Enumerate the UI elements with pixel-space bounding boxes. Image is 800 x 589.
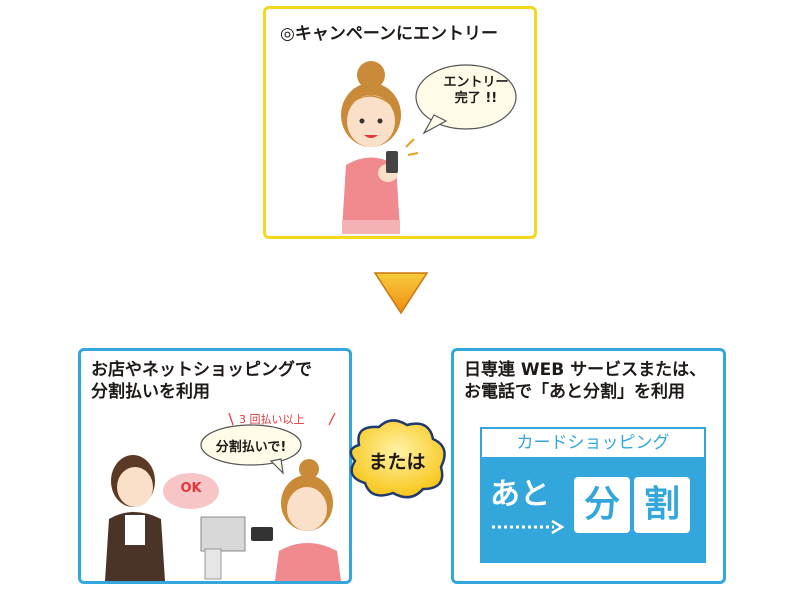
katsu-tile: 割 [634, 477, 690, 533]
bun-tile: 分 [574, 477, 630, 533]
ato-label: あと [490, 477, 550, 512]
three-payments-note: 3 回払い以上 [239, 413, 305, 426]
dotted-arrow-icon [492, 519, 565, 535]
store-shopping-title: お店やネットショッピングで 分割払いを利用 [91, 360, 312, 402]
entry-title: ◎キャンペーンにエントリー [280, 24, 498, 44]
web-service-title: 日専連 WEB サービスまたは、 お電話で「あと分割」を利用 [464, 360, 707, 402]
entry-panel: ◎キャンペーンにエントリー エントリー 完了 !! [263, 6, 537, 239]
store-shopping-panel: お店やネットショッピングで 分割払いを利用 3 回払い以上 分割払いで! OK [78, 348, 352, 584]
installment-speech: 分割払いで! [215, 440, 287, 455]
entry-complete-speech: エントリー 完了 !! [443, 75, 509, 106]
woman-phone-illustration [341, 61, 517, 234]
ok-label: OK [180, 481, 202, 496]
ato-bunkatsu-card: カードショッピング あと 分 割 [480, 427, 706, 563]
store-checkout-illustration [105, 412, 341, 581]
web-service-panel: 日専連 WEB サービスまたは、 お電話で「あと分割」を利用 カードショッピング… [451, 348, 726, 584]
card-shopping-label: カードショッピング [480, 427, 706, 459]
down-arrow-icon [373, 272, 429, 315]
or-bubble [349, 419, 446, 499]
ato-bunkatsu-body: あと 分 割 [480, 459, 706, 563]
or-label: または [368, 451, 426, 473]
